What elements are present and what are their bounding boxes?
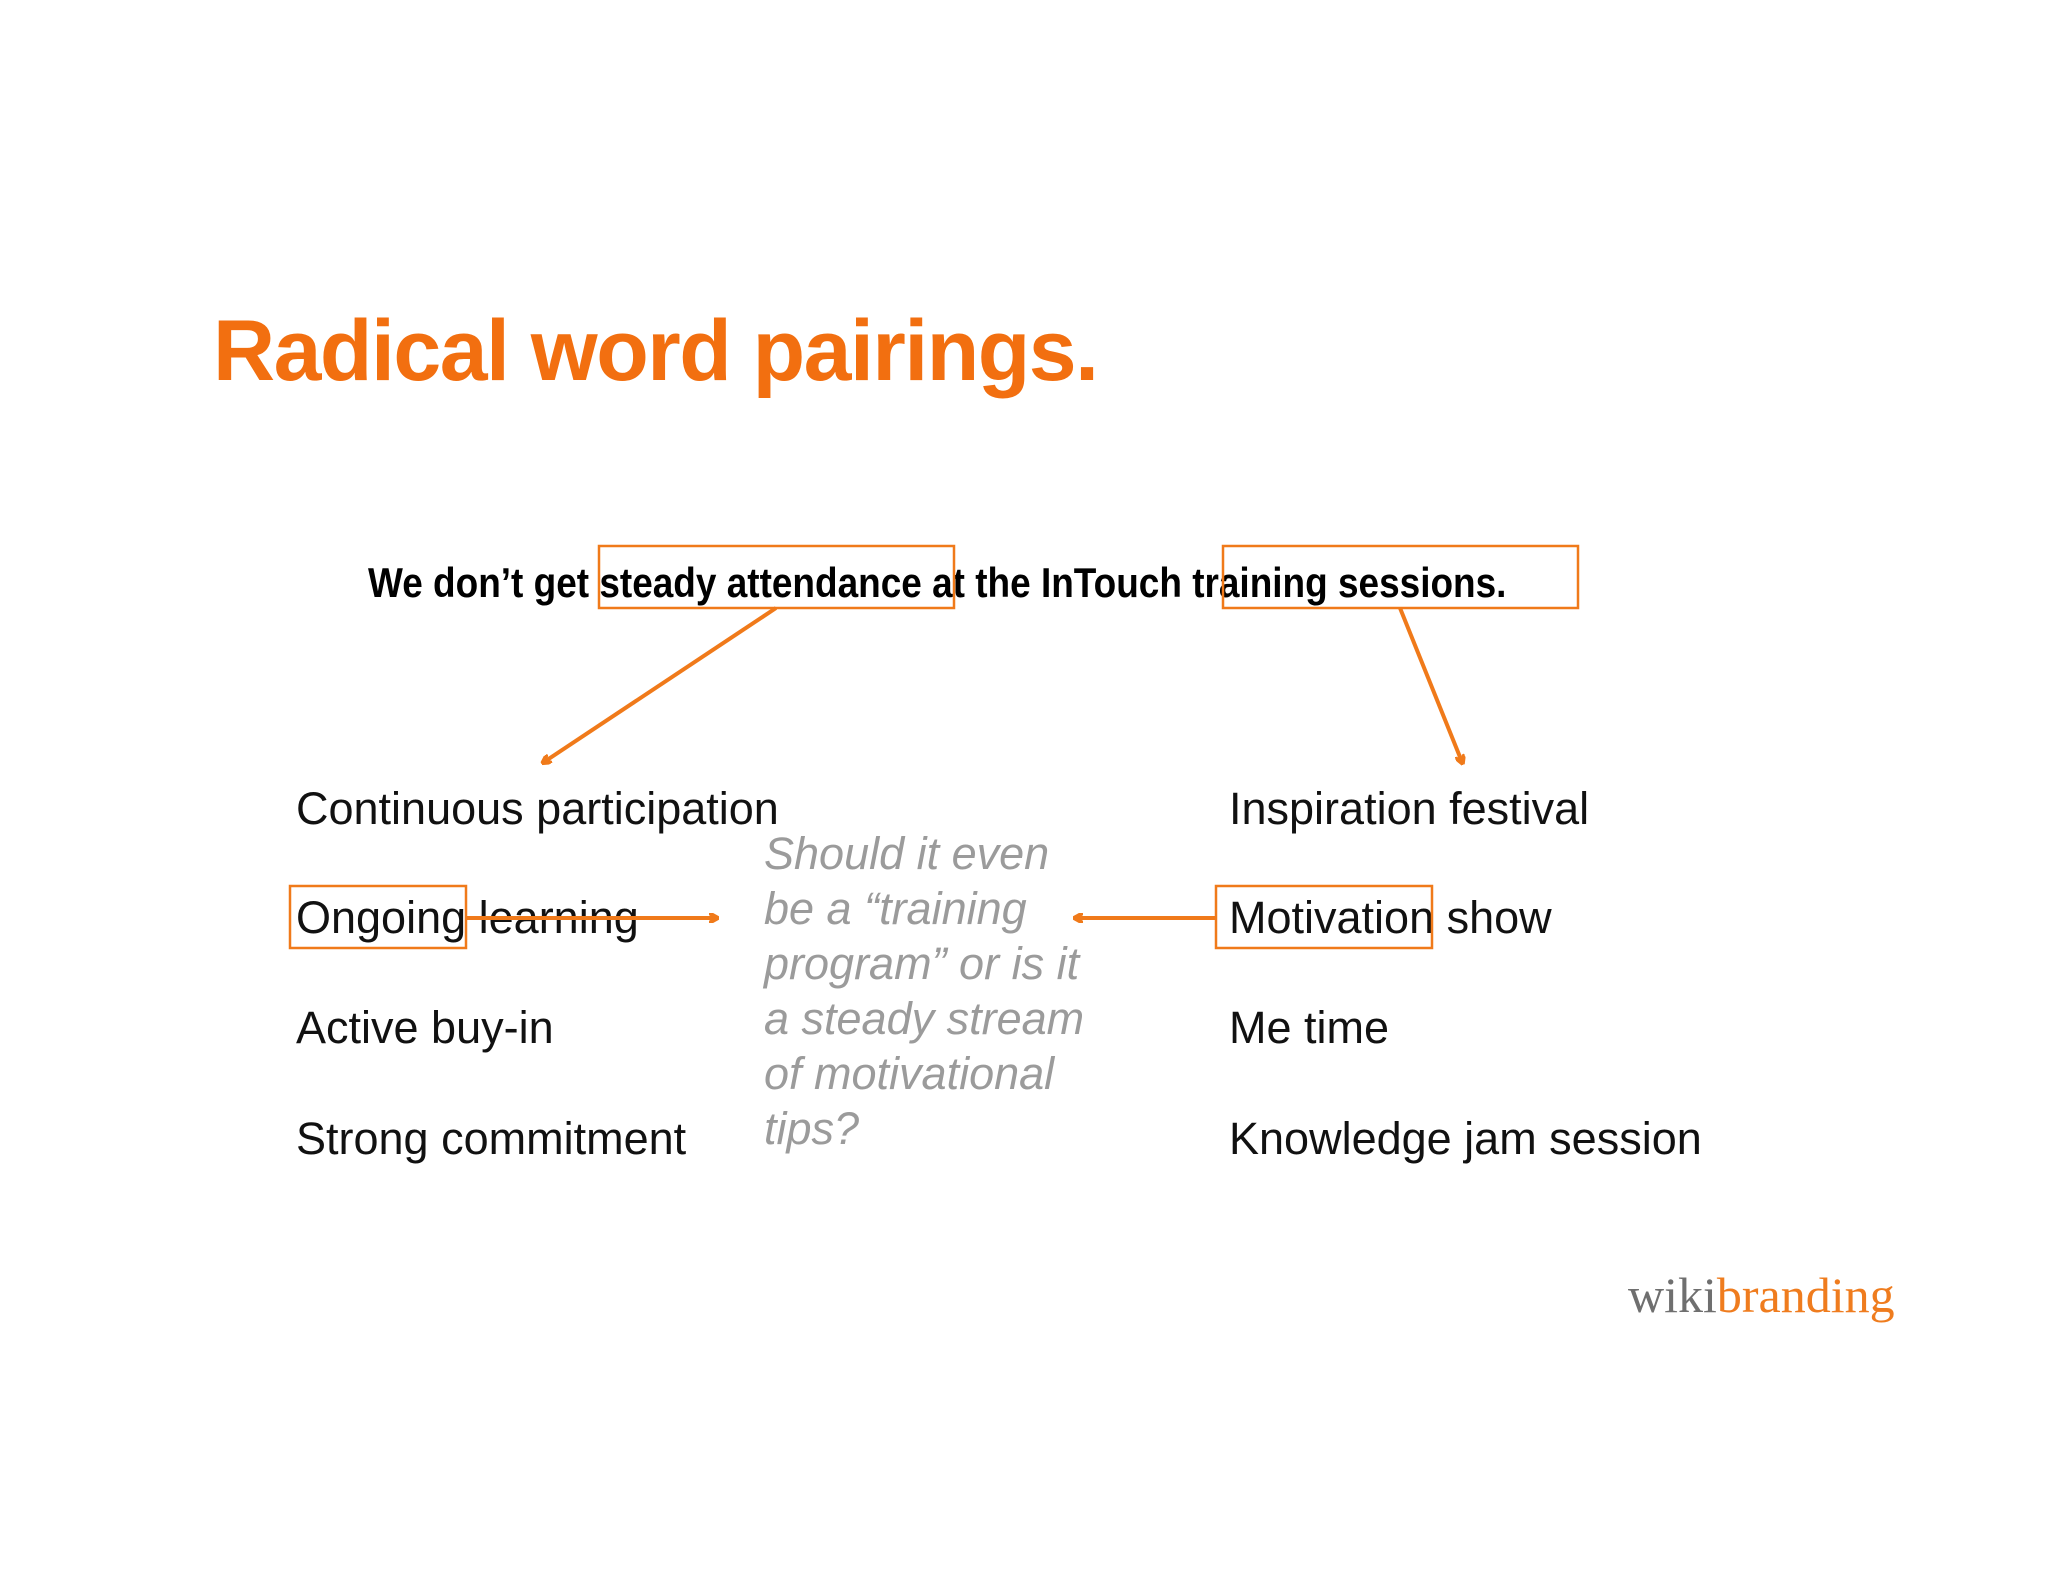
statement-part-2: at the InTouch	[921, 559, 1193, 606]
left-word-3: Active buy-in	[296, 1002, 554, 1053]
logo-wiki: wiki	[1628, 1267, 1717, 1323]
arrow-to-right-column	[1398, 607, 1462, 762]
box-steady-attendance	[597, 544, 956, 610]
wikibranding-logo: wikibranding	[1628, 1270, 1895, 1320]
statement-part-1: We don’t get	[368, 559, 600, 606]
right-word-3: Me time	[1229, 1002, 1390, 1053]
highlight-training-sessions: training sessions.	[1192, 559, 1507, 606]
problem-statement: We don’t get steady attendance at the In…	[368, 562, 1506, 604]
right-word-4: Knowledge jam session	[1229, 1113, 1702, 1164]
box-motivation	[1214, 884, 1434, 950]
slide-title: Radical word pairings.	[213, 303, 1099, 399]
logo-branding: branding	[1716, 1267, 1895, 1323]
highlight-steady-attendance: steady attendance	[599, 559, 922, 606]
left-word-1: Continuous participation	[296, 783, 779, 834]
arrow-to-left-column	[544, 606, 778, 762]
box-training-sessions	[1221, 544, 1580, 610]
right-word-2: Motivation show	[1229, 892, 1552, 943]
right-word-1: Inspiration festival	[1229, 783, 1590, 834]
question-text: Should it even be a “training program” o…	[764, 828, 1085, 1154]
left-word-4: Strong commitment	[296, 1113, 687, 1164]
box-ongoing	[288, 884, 468, 950]
